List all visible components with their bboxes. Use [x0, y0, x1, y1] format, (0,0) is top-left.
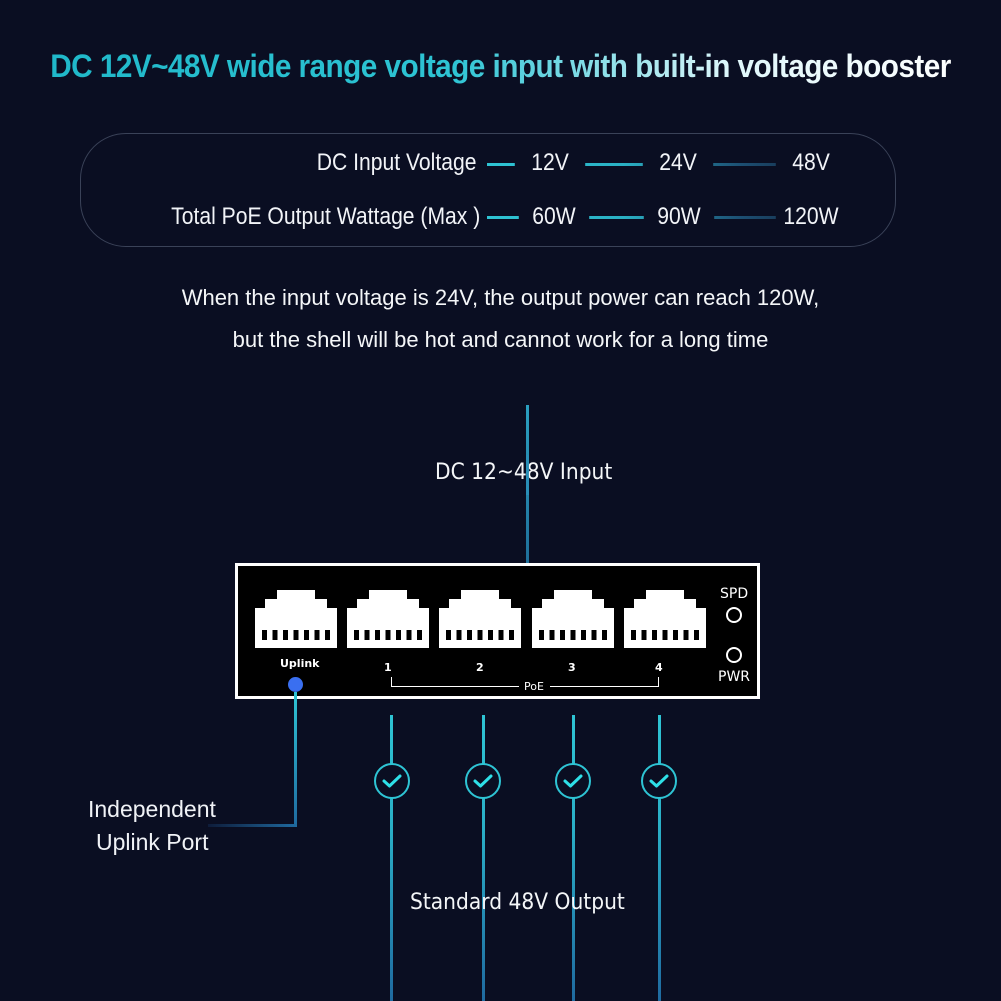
poe-group-label: PoE — [524, 680, 544, 693]
port-label-uplink: Uplink — [280, 657, 320, 670]
input-connector-line-overlay — [526, 455, 529, 495]
check-circle-icon-port-2 — [465, 763, 501, 799]
spec-row-label-input-voltage: DC Input Voltage — [316, 149, 476, 176]
spec-value-90w: 90W — [643, 203, 715, 231]
rj45-port-3-icon — [532, 590, 614, 648]
spec-table-frame — [80, 133, 896, 247]
uplink-callout-line-1: Independent — [88, 796, 216, 822]
spec-value-48v: 48V — [775, 149, 847, 177]
led-pwr-indicator — [726, 647, 742, 663]
input-label: DC 12~48V Input — [435, 460, 613, 485]
poe-bracket-line-right — [550, 686, 659, 687]
uplink-callout-horizontal-line — [208, 824, 297, 827]
poe-bracket-right — [658, 677, 659, 687]
check-circle-icon-port-3 — [555, 763, 591, 799]
uplink-callout-line-2: Uplink Port — [96, 829, 209, 855]
port-label-4: 4 — [655, 661, 663, 674]
uplink-marker-dot — [288, 677, 303, 692]
spec-value-120w: 120W — [775, 203, 847, 231]
headline: DC 12V~48V wide range voltage input with… — [35, 48, 966, 85]
rj45-port-2-icon — [439, 590, 521, 648]
note-line-1: When the input voltage is 24V, the outpu… — [181, 285, 820, 310]
output-line-port-4 — [658, 715, 661, 1001]
output-line-port-1 — [390, 715, 393, 1001]
port-label-3: 3 — [568, 661, 576, 674]
check-circle-icon-port-1 — [374, 763, 410, 799]
note-line-2: but the shell will be hot and cannot wor… — [232, 327, 769, 352]
led-label-spd: SPD — [720, 586, 749, 602]
spec-value-60w: 60W — [518, 203, 590, 231]
output-line-port-3 — [572, 715, 575, 1001]
led-label-pwr: PWR — [718, 669, 751, 685]
output-label: Standard 48V Output — [410, 890, 625, 915]
port-label-1: 1 — [384, 661, 392, 674]
uplink-callout-vertical-line — [294, 692, 297, 826]
port-label-2: 2 — [476, 661, 484, 674]
check-circle-icon-port-4 — [641, 763, 677, 799]
rj45-port-uplink-icon — [255, 590, 337, 648]
rj45-port-4-icon — [624, 590, 706, 648]
rj45-port-1-icon — [347, 590, 429, 648]
output-line-port-2 — [482, 715, 485, 1001]
spec-value-12v: 12V — [514, 149, 586, 177]
led-spd-indicator — [726, 607, 742, 623]
spec-row-label-poe-wattage: Total PoE Output Wattage (Max ) — [170, 203, 480, 230]
spec-value-24v: 24V — [642, 149, 714, 177]
poe-bracket-left — [391, 677, 392, 687]
poe-bracket-line-left — [391, 686, 519, 687]
